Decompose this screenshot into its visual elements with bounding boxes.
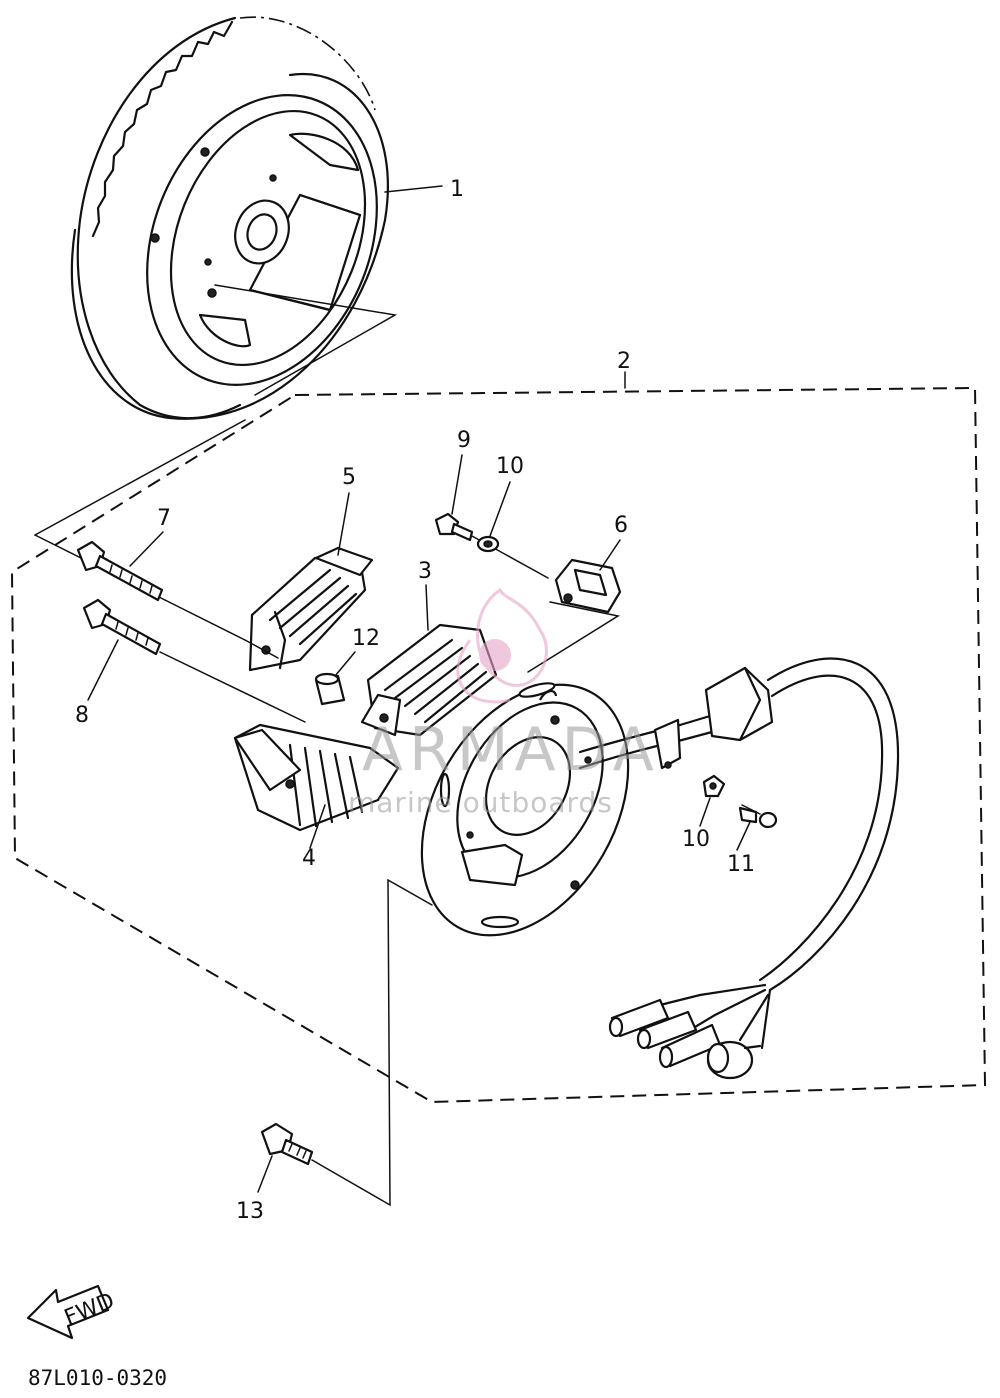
fwd-arrow-icon [26,1284,110,1340]
ring-gear-teeth [91,20,234,238]
bullet-connector [636,1010,698,1050]
washer-10-top [476,535,500,553]
watermark-logo [456,587,548,704]
charge-coil [360,623,498,737]
callout-1: 1 [450,177,464,202]
callout-2: 2 [617,349,631,374]
screw-11 [738,804,778,829]
watermark-tagline: marine outboards [348,786,613,819]
callout-7: 7 [157,506,171,531]
ring-connector [706,1040,762,1080]
bullet-connector [608,998,670,1038]
callout-8: 8 [75,703,89,728]
bolt-7 [76,540,246,641]
callout-5: 5 [342,465,356,490]
callout-10-right: 10 [682,827,710,852]
lighting-coil [233,723,400,832]
bullet-connector [658,1023,722,1069]
stator-base-plate [420,682,630,937]
wire-harness [578,657,900,1080]
terminal-clip [527,558,622,673]
callout-13: 13 [236,1199,264,1224]
drawing-code: 87L010-0320 [28,1366,167,1390]
pulser-coil [244,546,374,672]
stator-assembly-boundary [10,371,987,1104]
callout-6: 6 [614,513,628,538]
callout-11: 11 [727,852,755,877]
flywheel [70,16,443,420]
bolt-8 [82,598,306,723]
callout-12: 12 [352,626,380,651]
bolt-13 [260,878,433,1207]
watermark-brand: ARMADA [362,715,660,785]
callout-4: 4 [302,846,316,871]
callout-9: 9 [457,428,471,453]
callout-3: 3 [418,559,432,584]
callout-10-top: 10 [496,454,524,479]
washer-10-right [702,774,726,798]
collar-12 [314,672,346,706]
projection-line [34,419,246,536]
